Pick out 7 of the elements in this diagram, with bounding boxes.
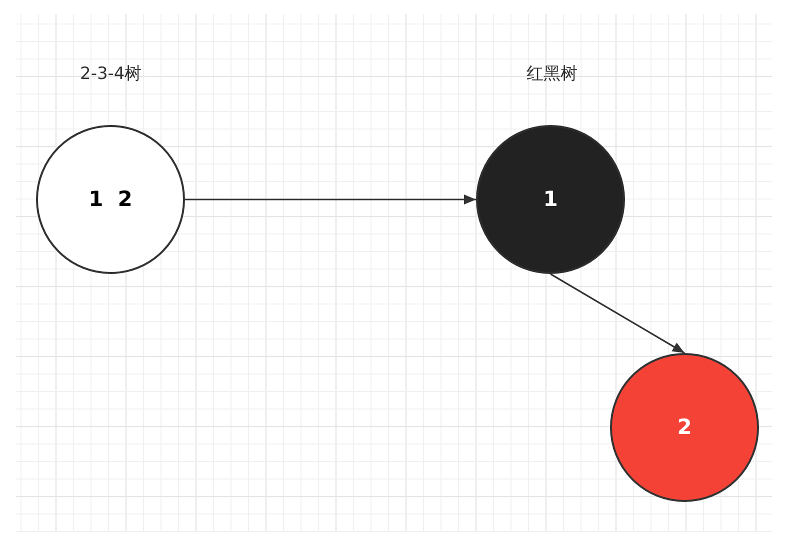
node-label: 2 [677,417,692,438]
node-label: 1 2 [88,189,132,210]
arrow [550,273,685,354]
heading: 2-3-4树 [80,64,142,84]
node-label: 1 [543,189,558,210]
arrow [185,194,476,204]
heading: 红黑树 [526,64,578,84]
